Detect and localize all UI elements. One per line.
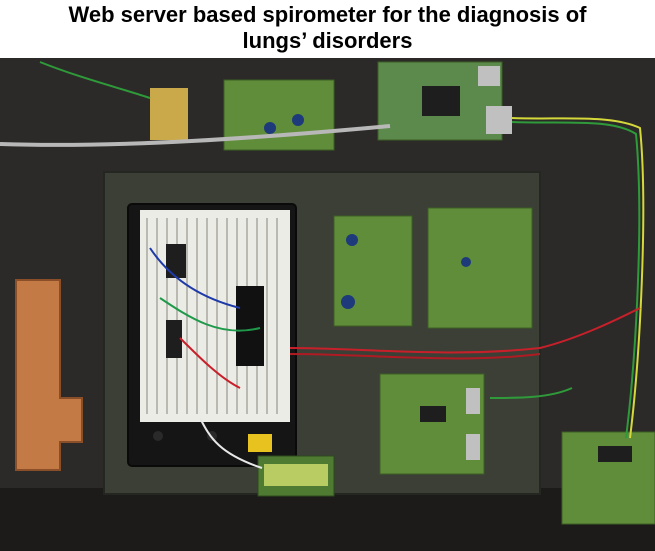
breadboard-ic [166, 244, 186, 278]
capacitor [264, 122, 276, 134]
keypad-chip [598, 446, 632, 462]
copper-flow-tube [15, 279, 83, 471]
breadboard-module [166, 320, 182, 358]
amplifier-board-right [427, 207, 533, 329]
hardware-photo [0, 58, 655, 551]
amplifier-board-left [333, 215, 413, 327]
keypad-board [561, 431, 655, 525]
frame-button-left [153, 431, 163, 441]
power-supply-board [223, 79, 335, 151]
ethernet-chip [422, 86, 460, 116]
figure-title: Web server based spirometer for the diag… [0, 2, 655, 54]
figure-title-line-1: Web server based spirometer for the diag… [68, 2, 587, 27]
breadboard [140, 210, 290, 422]
capacitor [292, 114, 304, 126]
figure-title-line-2: lungs’ disorders [242, 28, 413, 53]
wires [0, 61, 645, 469]
capacitor [346, 234, 358, 246]
lcd-screen [264, 464, 328, 486]
frame-sticker [248, 434, 272, 452]
microcontroller-chip [236, 286, 264, 366]
db9-connector [466, 388, 480, 414]
transformer [150, 88, 188, 140]
serial-connector [486, 106, 512, 134]
serial-connector [478, 66, 500, 86]
capacitor [341, 295, 355, 309]
serial-interface-chip [420, 406, 446, 422]
background-shade [0, 488, 655, 551]
db9-connector [466, 434, 480, 460]
capacitor [461, 257, 471, 267]
